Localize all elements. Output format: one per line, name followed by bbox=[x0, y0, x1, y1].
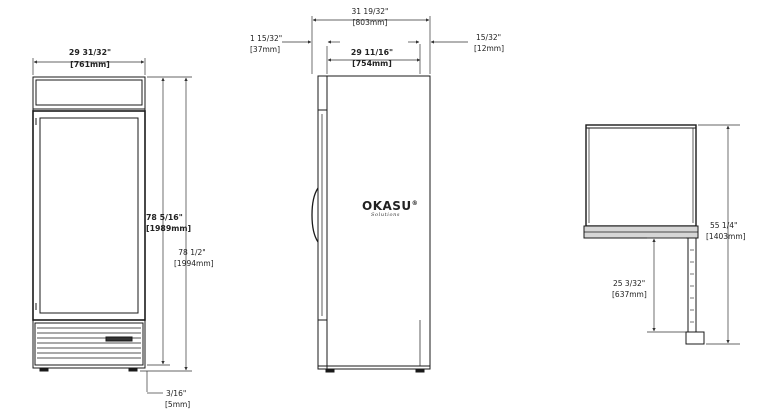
side-front-offset-mm: [37mm] bbox=[250, 45, 281, 54]
detail-upper-box bbox=[585, 124, 697, 227]
side-rear-offset-mm: [12mm] bbox=[474, 44, 505, 53]
front-foot-inches: 3/16" bbox=[166, 389, 187, 398]
side-door-edge bbox=[317, 109, 328, 321]
side-body bbox=[317, 75, 431, 370]
front-grille bbox=[34, 322, 144, 366]
front-total-height-mm: [1994mm] bbox=[174, 259, 214, 268]
side-front-strip bbox=[317, 75, 328, 111]
side-rear-offset-inches: 15/32" bbox=[476, 33, 502, 42]
front-total-height-inches: 78 1/2" bbox=[178, 248, 206, 257]
side-foot-front bbox=[325, 368, 335, 373]
detail-overall-mm: [1403mm] bbox=[706, 232, 746, 241]
front-cabinet-outline bbox=[32, 76, 146, 369]
front-grille-slats bbox=[37, 327, 141, 359]
brand-logo-mark: ® bbox=[411, 200, 419, 207]
side-base bbox=[317, 319, 328, 370]
brand-logo-text: OKASU bbox=[362, 199, 412, 213]
front-door-glass bbox=[39, 117, 139, 314]
front-header-panel bbox=[35, 79, 143, 106]
front-foot-right bbox=[128, 367, 138, 372]
side-dimension-lines bbox=[282, 16, 468, 74]
detail-overall-inches: 55 1/4" bbox=[710, 221, 738, 230]
side-depth-inches: 31 19/32" bbox=[351, 7, 389, 16]
detail-lower-inches: 25 3/32" bbox=[613, 279, 646, 288]
detail-dimension-lines bbox=[647, 124, 740, 345]
front-width-inches: 29 31/32" bbox=[68, 48, 112, 57]
detail-post-holes bbox=[690, 249, 694, 323]
side-body-depth-mm: [754mm] bbox=[352, 59, 392, 68]
side-front-offset-inches: 1 15/32" bbox=[250, 34, 283, 43]
side-depth-mm: [803mm] bbox=[352, 18, 388, 27]
detail-foot bbox=[685, 331, 705, 345]
front-dimension-lines bbox=[32, 58, 192, 394]
side-door-handle bbox=[311, 187, 319, 243]
detail-lower-mm: [637mm] bbox=[612, 290, 647, 299]
front-foot-left bbox=[39, 367, 49, 372]
front-door-frame bbox=[32, 110, 146, 321]
front-width-mm: [761mm] bbox=[70, 60, 110, 69]
brand-tagline: Solutions bbox=[371, 212, 401, 218]
detail-post bbox=[687, 237, 697, 333]
brand-logo: OKASU® bbox=[362, 199, 418, 213]
side-view bbox=[311, 75, 431, 373]
front-door-height-inches: 78 5/16" bbox=[146, 213, 183, 222]
detail-view bbox=[583, 124, 705, 345]
front-foot-mm: [5mm] bbox=[165, 400, 191, 409]
side-body-depth-inches: 29 11/16" bbox=[350, 48, 394, 57]
side-foot-rear bbox=[415, 368, 425, 373]
front-door-height-mm: [1989mm] bbox=[146, 224, 192, 233]
front-view bbox=[32, 76, 146, 372]
front-badge bbox=[105, 336, 133, 342]
